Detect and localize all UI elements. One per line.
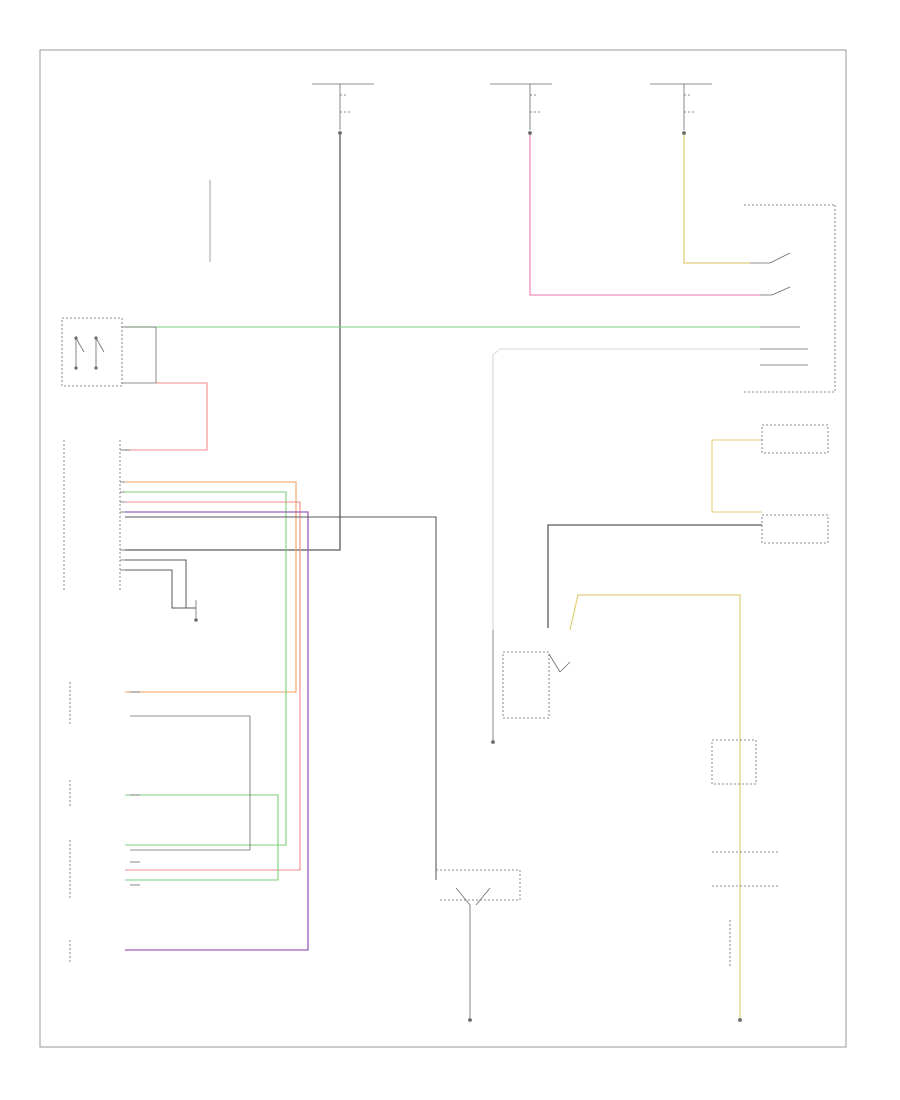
mirror-switch-block bbox=[69, 682, 251, 850]
wire-red-1 bbox=[125, 501, 301, 871]
wire-ground-1 bbox=[125, 559, 187, 608]
instrument-panel-block bbox=[69, 780, 250, 898]
seat-switch-block bbox=[435, 869, 521, 1022]
wire-red-battery bbox=[125, 382, 208, 451]
wire-ground-1b bbox=[125, 569, 196, 609]
wire-green-1 bbox=[125, 491, 287, 846]
wire-dark-relay bbox=[547, 524, 762, 628]
seat-memory-module bbox=[63, 440, 130, 590]
wire-yellow-fuse3 bbox=[683, 135, 750, 264]
wire-purple-1 bbox=[125, 511, 309, 951]
top-fuse-3 bbox=[650, 83, 712, 135]
wire-dark-fuse1 bbox=[125, 135, 341, 551]
wire-pink-fuse2 bbox=[529, 135, 760, 296]
top-fuse-2 bbox=[490, 83, 552, 135]
left-ground-1 bbox=[194, 600, 198, 622]
top-fuse-1 bbox=[312, 83, 374, 135]
right-connectors bbox=[711, 424, 829, 1022]
wire-gray-2 bbox=[125, 516, 437, 880]
wire-orange-1 bbox=[125, 481, 297, 693]
right-switch-cluster bbox=[744, 204, 836, 393]
wire-green-2 bbox=[125, 794, 279, 881]
center-relay bbox=[491, 630, 571, 744]
diagram-frame bbox=[39, 49, 847, 1048]
wire-yellow-relay bbox=[569, 594, 741, 1020]
wire-gray-thin bbox=[492, 348, 760, 630]
wire-yellow-right bbox=[711, 439, 762, 513]
battery-switch-block bbox=[61, 317, 157, 387]
